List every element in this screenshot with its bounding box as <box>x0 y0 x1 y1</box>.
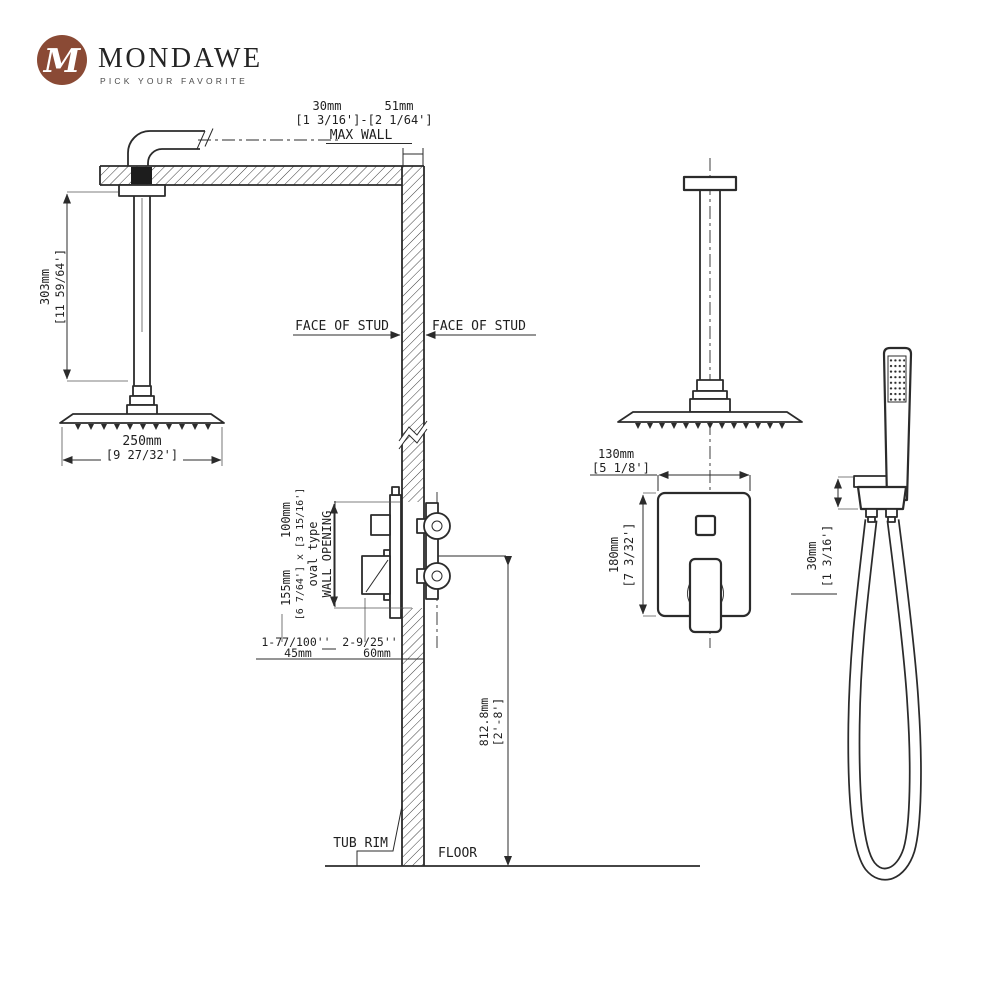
valve-depth-back-in: 2-9/25'' <box>342 635 397 649</box>
brand-tagline: PICK YOUR FAVORITE <box>100 76 248 86</box>
dim-head-width: 250mm [9 27/32'] <box>61 427 223 466</box>
svg-text:FACE OF STUD: FACE OF STUD <box>295 319 389 334</box>
dim-arm-drop-mm: 303mm <box>38 269 52 305</box>
label-face-of-stud-right: FACE OF STUD <box>425 319 536 339</box>
dim-valve-depths: 1-77/100'' 2-9/25'' 45mm 60mm <box>256 598 424 660</box>
shower-hose <box>847 519 922 881</box>
valve-handle-front <box>686 557 725 634</box>
max-wall-range: [1 3/16']-[2 1/64'] <box>295 113 432 127</box>
diverter-button-front <box>694 514 717 537</box>
wall-opening-label: WALL OPENING <box>320 511 334 598</box>
dim-bracket-offset: 30mm [1 3/16'] <box>791 476 858 595</box>
valve-depth-back-mm: 60mm <box>363 646 391 660</box>
valve-trim-plate <box>656 491 752 634</box>
valve-rough-in-side <box>361 486 451 648</box>
ceiling-escutcheon <box>118 184 166 197</box>
ceiling-flange-front <box>682 175 738 192</box>
spray-face <box>887 355 907 403</box>
tub-rim: TUB RIM <box>333 805 403 866</box>
dim-wall-opening: 155mm 100mm [6 7/64'] x [3 15/16'] oval … <box>279 488 412 620</box>
valve-depth-front-mm: 45mm <box>284 646 312 660</box>
valve-height-ftin: [2'-8'] <box>491 698 505 746</box>
tub-rim-label: TUB RIM <box>333 836 388 851</box>
wall-opening-size-in: [6 7/64'] x [3 15/16'] <box>295 488 306 620</box>
side-view: 303mm [11 59/64'] 250mm [9 27/32'] 30mm … <box>38 99 700 867</box>
logo-mark-circle <box>37 35 87 85</box>
valve-height-mm: 812.8mm <box>477 698 491 747</box>
hand-shower-wand <box>882 346 913 502</box>
bracket-offset-in: [1 3/16'] <box>820 525 834 587</box>
brand-name: MONDAWE <box>98 43 263 74</box>
floor-label: FLOOR <box>438 846 477 861</box>
nozzles <box>75 424 211 430</box>
max-wall-label: MAX WALL <box>330 128 393 143</box>
brand-logo: M MONDAWE PICK YOUR FAVORITE <box>37 35 263 86</box>
stud-wall <box>398 165 428 866</box>
svg-text:FACE OF STUD: FACE OF STUD <box>432 319 526 334</box>
rain-head-front <box>617 411 803 429</box>
drop-ell-fitting <box>131 167 152 184</box>
wall-break <box>398 420 428 450</box>
dim-head-width-mm: 250mm <box>122 434 161 449</box>
floor: FLOOR <box>325 846 700 867</box>
trim-plate-side <box>389 494 402 619</box>
plate-width-mm: 130mm <box>598 447 634 461</box>
logo-monogram: M <box>43 41 82 80</box>
bracket-offset-mm: 30mm <box>805 542 819 571</box>
dim-max-wall: 30mm 51mm [1 3/16']-[2 1/64'] MAX WALL <box>295 99 433 166</box>
wall-opening-type: oval type <box>306 521 320 586</box>
valve-inlet-bottom <box>423 562 451 590</box>
dim-arm-drop: 303mm [11 59/64'] <box>38 191 128 382</box>
diverter-button-side <box>370 514 391 536</box>
label-face-of-stud-left: FACE OF STUD <box>293 319 401 339</box>
valve-handle-side <box>361 555 391 595</box>
dim-head-width-in: [9 27/32'] <box>106 448 178 462</box>
plate-height-mm: 180mm <box>607 537 621 573</box>
supply-elbow <box>127 128 338 184</box>
max-wall-min: 30mm <box>313 99 342 113</box>
shower-arm-front <box>689 190 731 413</box>
shower-arm-side <box>126 196 158 416</box>
hand-shower-view: 30mm [1 3/16'] <box>791 346 922 881</box>
nozzles-front <box>635 423 785 429</box>
dim-arm-drop-in: [11 59/64'] <box>53 249 67 325</box>
wall-opening-height: 100mm <box>279 502 293 538</box>
rain-head-side <box>59 413 225 430</box>
plate-width-in: [5 1/8'] <box>592 461 650 475</box>
plate-height-in: [7 3/32'] <box>622 522 636 587</box>
max-wall-max: 51mm <box>385 99 414 113</box>
valve-depth-front-in: 1-77/100'' <box>261 635 330 649</box>
valve-inlet-top <box>423 512 451 540</box>
wall-opening-width: 155mm <box>279 570 293 606</box>
dim-plate-width: 130mm [5 1/8'] <box>590 447 751 491</box>
dim-valve-height: 812.8mm [2'-8'] <box>438 555 512 866</box>
wall-bracket <box>856 485 908 523</box>
front-view: 130mm [5 1/8'] 180mm [7 3/32'] <box>590 158 803 648</box>
dim-plate-height: 180mm [7 3/32'] <box>607 492 656 617</box>
